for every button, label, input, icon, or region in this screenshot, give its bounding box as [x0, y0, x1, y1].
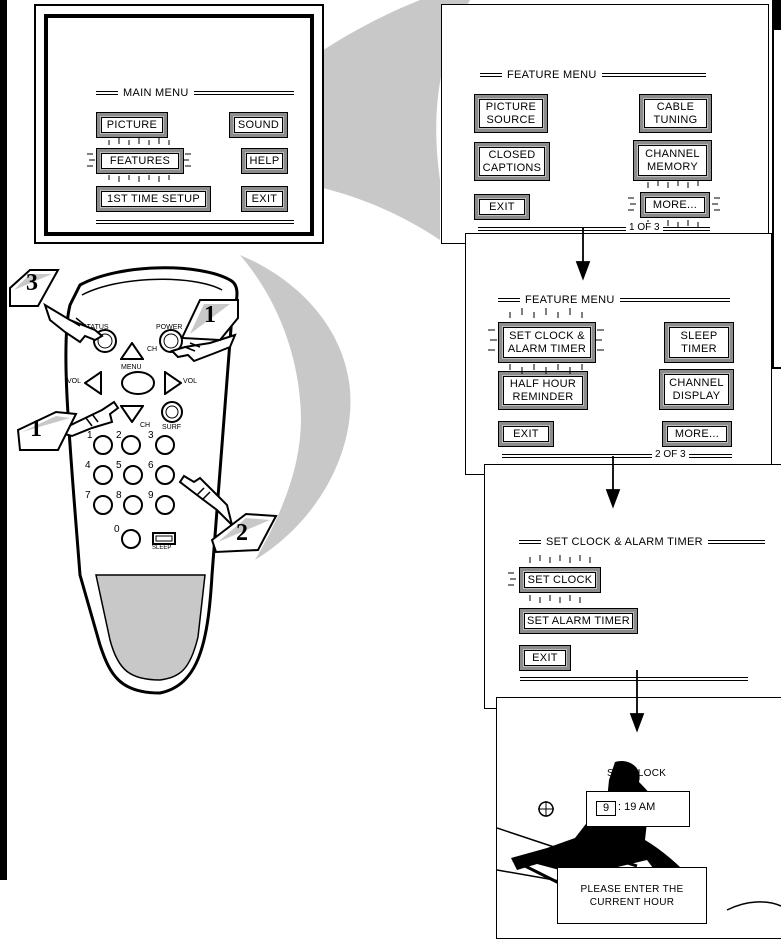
- channel-down-button[interactable]: [120, 405, 144, 423]
- digit-7-label: 7: [85, 490, 91, 501]
- clock-menu-bottom-rule: [520, 677, 748, 681]
- power-button[interactable]: [158, 328, 184, 354]
- menu-button[interactable]: [120, 370, 156, 396]
- pointing-hand-icon: [54, 400, 120, 438]
- digit-9-label: 9: [148, 490, 154, 501]
- surf-label: SURF: [162, 424, 182, 431]
- feature-menu-2-page-number: 2 OF 3: [652, 449, 689, 460]
- sound-button[interactable]: SOUND: [229, 112, 288, 138]
- channel-display-button[interactable]: CHANNEL DISPLAY: [659, 369, 734, 410]
- digit-6-label: 6: [148, 460, 154, 471]
- time-remainder: : 19 AM: [618, 801, 656, 813]
- step-1-number-bottom: 1: [30, 416, 42, 442]
- digit-8-label: 8: [116, 490, 122, 501]
- first-time-setup-button[interactable]: 1ST TIME SETUP: [96, 186, 211, 212]
- pointing-hand-icon: [178, 474, 234, 529]
- half-hour-reminder-button[interactable]: HALF HOUR REMINDER: [498, 371, 588, 410]
- surf-button[interactable]: [160, 400, 184, 424]
- set-clock-alarm-highlight-rays: [488, 308, 604, 374]
- status-label: STATUS: [82, 324, 109, 331]
- feature-menu-2-title: FEATURE MENU: [498, 294, 730, 306]
- sleep-timer-button[interactable]: SLEEP TIMER: [664, 322, 734, 363]
- digit-9-button[interactable]: [154, 494, 176, 516]
- digit-1-button[interactable]: [92, 434, 114, 456]
- digit-4-button[interactable]: [92, 464, 114, 486]
- clock-menu-title: SET CLOCK & ALARM TIMER: [519, 536, 765, 548]
- main-menu-bottom-rule: [96, 220, 294, 224]
- digit-7-button[interactable]: [92, 494, 114, 516]
- vol-minus-label: VOL: [67, 378, 82, 385]
- enter-hour-notice: PLEASE ENTER THE CURRENT HOUR: [557, 867, 707, 924]
- channel-memory-button[interactable]: CHANNEL MEMORY: [633, 140, 712, 181]
- clock-menu-exit-button[interactable]: EXIT: [519, 645, 571, 671]
- feature-menu-1-title: FEATURE MENU: [480, 69, 706, 81]
- volume-down-button[interactable]: [84, 371, 102, 395]
- hour-field[interactable]: 9: [596, 801, 616, 816]
- step-1-tag-bottom: [16, 410, 78, 451]
- main-menu-title: MAIN MENU: [96, 87, 294, 99]
- menu-label: MENU: [121, 364, 142, 371]
- step-2-tag: [210, 512, 278, 554]
- feature-menu-1-bottom-rule: [478, 227, 710, 231]
- ch-up-label: CH: [147, 346, 158, 353]
- digit-0-label: 0: [114, 524, 120, 535]
- digit-3-button[interactable]: [154, 434, 176, 456]
- sleep-label: SLEEP: [152, 545, 172, 551]
- feature-menu-2-more-button[interactable]: MORE...: [662, 421, 732, 447]
- sleep-button[interactable]: [152, 532, 176, 545]
- step-3-number: 3: [26, 270, 38, 296]
- next-page-panel-edge: [772, 0, 781, 369]
- set-clock-screen-title: SET CLOCK: [607, 768, 667, 779]
- feature-menu-1-more-button[interactable]: MORE...: [640, 192, 710, 218]
- ski-pole-basket-icon: [538, 801, 554, 817]
- set-alarm-timer-button[interactable]: SET ALARM TIMER: [519, 608, 638, 634]
- channel-up-button[interactable]: [120, 342, 144, 360]
- digit-6-button[interactable]: [154, 464, 176, 486]
- cable-tuning-button[interactable]: CABLE TUNING: [639, 94, 712, 133]
- digit-1-label: 1: [87, 430, 93, 441]
- power-label: POWER: [156, 324, 183, 331]
- picture-source-button[interactable]: PICTURE SOURCE: [474, 94, 548, 133]
- more-highlight-rays: [628, 180, 720, 228]
- digit-8-button[interactable]: [122, 494, 144, 516]
- step-3-tag: [9, 269, 60, 307]
- feature-menu-1-page-number: 1 OF 3: [626, 222, 663, 233]
- pointing-hand-icon: [170, 333, 237, 363]
- digit-5-button[interactable]: [122, 464, 144, 486]
- help-button[interactable]: HELP: [241, 148, 288, 174]
- set-clock-alarm-timer-button[interactable]: SET CLOCK & ALARM TIMER: [498, 322, 596, 363]
- digit-2-label: 2: [116, 430, 122, 441]
- set-clock-button[interactable]: SET CLOCK: [519, 567, 601, 593]
- set-clock-highlight-rays: [508, 555, 591, 603]
- ch-down-label: CH: [140, 422, 151, 429]
- next-page-panel-header: [772, 0, 781, 30]
- digit-0-button[interactable]: [120, 528, 142, 550]
- digit-4-label: 4: [85, 460, 91, 471]
- step-2-number: 2: [236, 520, 248, 546]
- digit-5-label: 5: [116, 460, 122, 471]
- features-highlight-rays: [87, 138, 191, 182]
- vol-plus-label: VOL: [183, 378, 198, 385]
- pointing-hand-icon: [43, 302, 104, 344]
- step-1-tag-top: [180, 299, 239, 342]
- features-button[interactable]: FEATURES: [96, 148, 184, 174]
- remote-illustration: [64, 266, 239, 695]
- digit-2-button[interactable]: [120, 434, 142, 456]
- picture-button[interactable]: PICTURE: [96, 112, 168, 138]
- digit-3-label: 3: [148, 430, 154, 441]
- step-1-number-top: 1: [204, 302, 216, 328]
- feature-menu-2-exit-button[interactable]: EXIT: [498, 421, 554, 447]
- page-edge-bar: [0, 0, 7, 880]
- exit-button[interactable]: EXIT: [241, 186, 288, 212]
- volume-up-button[interactable]: [164, 371, 182, 395]
- closed-captions-button[interactable]: CLOSED CAPTIONS: [474, 142, 550, 181]
- feature-menu-2-bottom-rule: [502, 454, 732, 458]
- feature-menu-1-exit-button[interactable]: EXIT: [474, 194, 530, 220]
